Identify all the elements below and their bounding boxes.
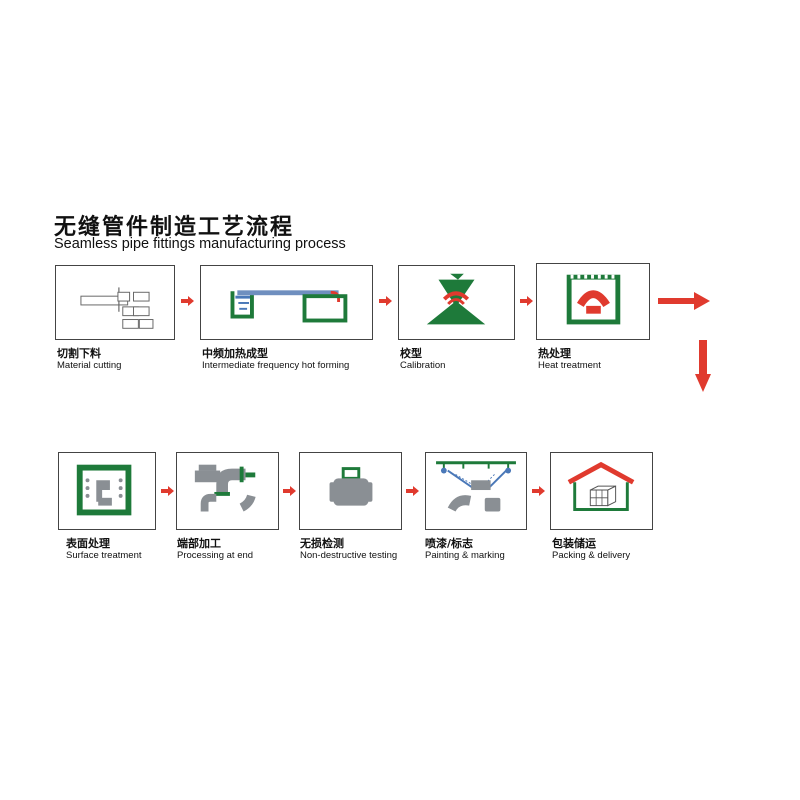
step-caption-3: 校型 Calibration: [400, 347, 445, 372]
step-box-heat-treatment: [536, 263, 650, 340]
step-label-cn: 校型: [400, 347, 422, 360]
step-label-en: Heat treatment: [538, 360, 601, 371]
step-label-en: Non-destructive testing: [300, 550, 398, 561]
packing-illustration: [567, 461, 635, 511]
arrow-right-icon: [379, 296, 392, 306]
step-caption-5: 表面处理 Surface treatment: [66, 537, 142, 562]
step-caption-2: 中频加热成型 Intermediate frequency hot formin…: [202, 347, 349, 372]
ndt-illustration: [329, 467, 373, 506]
step-box-surface-treatment: [58, 452, 156, 530]
step-label-en: Packing & delivery: [552, 550, 631, 561]
step-caption-8: 喷漆/标志 Painting & marking: [425, 537, 505, 562]
step-box-material-cutting: [55, 265, 175, 340]
step-label-cn: 喷漆/标志: [425, 537, 474, 550]
step-label-en: Intermediate frequency hot forming: [202, 360, 350, 371]
title-chinese: 无缝管件制造工艺流程: [54, 215, 295, 240]
step-label-cn: 包装储运: [552, 537, 596, 550]
step-box-calibration: [398, 265, 515, 340]
calibration-illustration: [426, 273, 486, 325]
step-box-hot-forming: [200, 265, 373, 340]
step-label-cn: 中频加热成型: [202, 347, 268, 360]
step-label-en: Surface treatment: [66, 550, 142, 561]
arrow-right-icon: [181, 296, 194, 306]
step-box-end-processing: [176, 452, 279, 530]
step-label-en: Processing at end: [177, 550, 254, 561]
cutting-illustration: [80, 287, 154, 329]
arrow-right-icon: [283, 486, 296, 496]
step-box-ndt: [299, 452, 402, 530]
surface-treatment-illustration: [76, 464, 132, 516]
step-label-cn: 表面处理: [66, 537, 110, 550]
title-english: Seamless pipe fittings manufacturing pro…: [54, 236, 346, 252]
step-box-packing: [550, 452, 653, 530]
arrow-down-large-icon: [695, 340, 711, 392]
arrow-right-large-icon: [658, 292, 710, 310]
arrow-right-icon: [406, 486, 419, 496]
step-label-cn: 热处理: [538, 347, 571, 360]
step-label-cn: 无损检测: [300, 537, 344, 550]
step-label-en: Calibration: [400, 360, 446, 371]
step-label-cn: 切割下料: [57, 347, 101, 360]
step-label-en: Material cutting: [57, 360, 122, 371]
step-caption-9: 包装储运 Packing & delivery: [552, 537, 630, 562]
step-caption-1: 切割下料 Material cutting: [57, 347, 121, 372]
step-caption-6: 端部加工 Processing at end: [177, 537, 253, 562]
painting-illustration: [436, 461, 516, 512]
hot-forming-illustration: [230, 290, 348, 323]
step-label-en: Painting & marking: [425, 550, 505, 561]
step-caption-4: 热处理 Heat treatment: [538, 347, 601, 372]
arrow-right-icon: [520, 296, 533, 306]
heat-treatment-illustration: [566, 274, 621, 325]
arrow-right-icon: [532, 486, 545, 496]
step-caption-7: 无损检测 Non-destructive testing: [300, 537, 397, 562]
end-processing-illustration: [194, 464, 256, 512]
step-box-painting: [425, 452, 527, 530]
arrow-right-icon: [161, 486, 174, 496]
step-label-cn: 端部加工: [177, 537, 221, 550]
